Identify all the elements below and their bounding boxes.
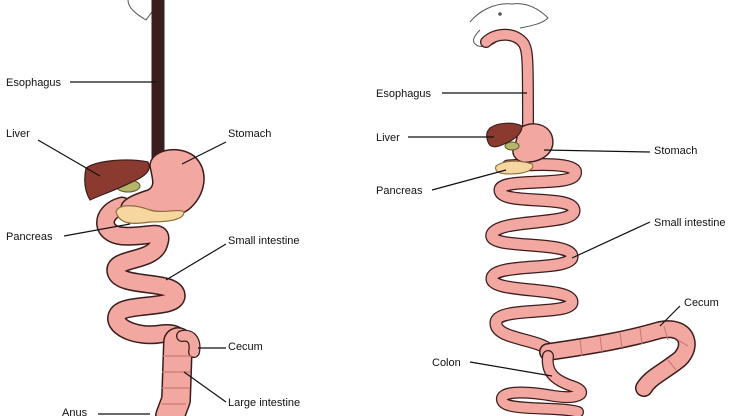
right-colon-leader — [469, 361, 553, 377]
left-pancreas-label: Pancreas — [6, 231, 53, 243]
left-stomach-label: Stomach — [228, 128, 271, 140]
right-small-intestine-leader — [571, 221, 651, 259]
left-large-intestine-label: Large intestine — [228, 397, 300, 409]
right-cecum-label: Cecum — [684, 297, 719, 309]
right-pancreas — [495, 160, 534, 175]
left-liver-label: Liver — [6, 128, 30, 140]
right-stomach — [512, 123, 554, 163]
right-colon — [496, 350, 588, 416]
right-pancreas-leader — [431, 169, 507, 191]
left-liver-leader — [37, 139, 101, 177]
left-stomach-leader — [181, 141, 227, 165]
right-digestive-system: Esophagus Liver Stomach Pancreas Small i… — [376, 3, 726, 416]
left-small-intestine-leader — [165, 243, 227, 281]
right-small-intestine-label: Small intestine — [654, 217, 726, 229]
left-digestive-system: Esophagus Liver Stomach Pancreas Small i… — [6, 0, 300, 416]
right-cecum — [539, 320, 696, 397]
right-stomach-label: Stomach — [654, 145, 697, 157]
left-small-intestine-label: Small intestine — [228, 235, 300, 247]
rabbit-eye — [498, 12, 502, 16]
left-liver — [84, 159, 150, 201]
right-stomach-leader — [543, 149, 651, 153]
right-esophagus-label: Esophagus — [376, 88, 432, 100]
right-small-intestine — [485, 158, 582, 359]
right-gallbladder — [504, 141, 520, 151]
left-pancreas — [115, 205, 185, 225]
left-large-intestine-leader — [183, 371, 227, 403]
left-small-intestine — [96, 196, 188, 352]
right-liver-label: Liver — [376, 132, 400, 144]
left-anus-label: Anus — [62, 407, 88, 416]
right-cecum-leader — [659, 305, 681, 327]
right-pancreas-label: Pancreas — [376, 185, 423, 197]
right-colon-label: Colon — [432, 357, 461, 369]
right-esophagus — [480, 28, 534, 136]
left-cecum-label: Cecum — [228, 341, 263, 353]
left-pancreas-leader — [63, 223, 131, 237]
left-esophagus-label: Esophagus — [6, 77, 62, 89]
left-large-intestine — [155, 327, 201, 416]
